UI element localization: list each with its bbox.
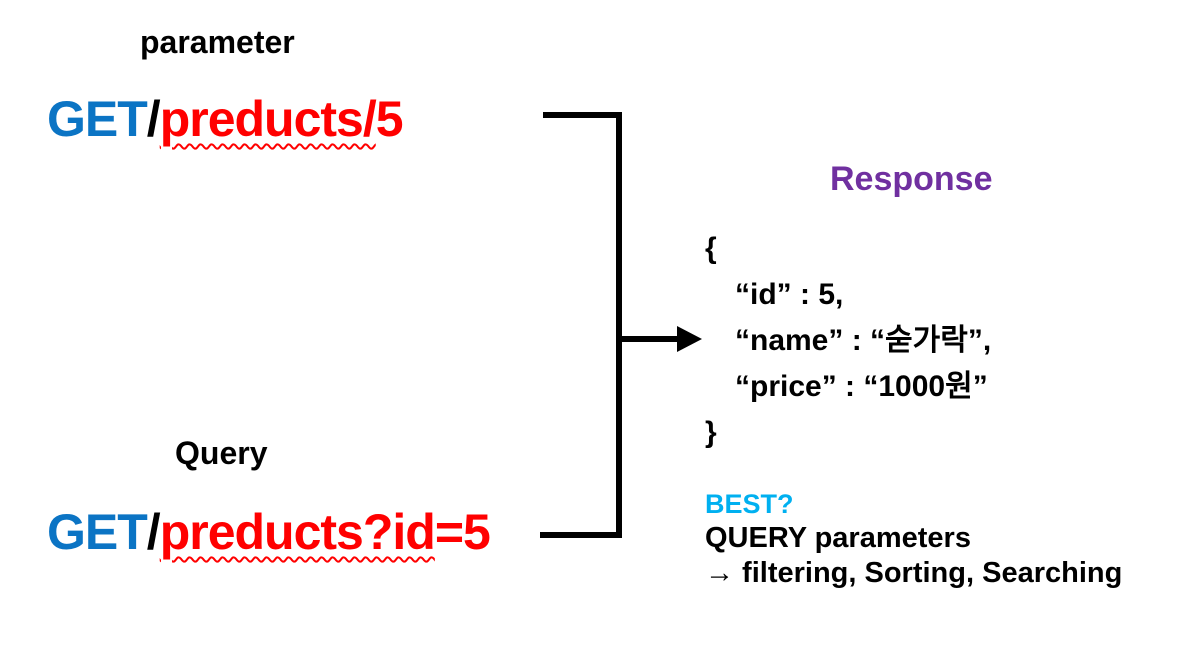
path-suffix: =5 xyxy=(434,504,491,560)
response-title: Response xyxy=(830,160,993,198)
http-method-get: GET xyxy=(47,504,148,560)
note-line-query: QUERY parameters xyxy=(705,522,971,554)
misspelled-path-segment: preducts/ xyxy=(159,91,377,147)
parameter-label: parameter xyxy=(140,24,295,60)
http-method-get: GET xyxy=(47,91,148,147)
arrow-right-icon xyxy=(677,326,702,352)
request-path: preducts/5 xyxy=(159,91,404,147)
json-name-line: “name” : “숟가락”, xyxy=(735,324,992,357)
request-query-parameter: GET/preducts?id=5 xyxy=(47,503,491,561)
path-slash: / xyxy=(146,91,161,147)
json-open-brace: { xyxy=(705,232,717,265)
bracket-bottom-line xyxy=(540,532,622,538)
json-close-brace: } xyxy=(705,416,717,449)
best-label: BEST? xyxy=(705,489,794,519)
misspelled-path-segment: preducts?id xyxy=(159,504,436,560)
bracket-top-line xyxy=(543,112,622,118)
arrow-shaft xyxy=(619,336,679,342)
response-json-block: { “id” : 5, “name” : “숟가락”, “price” : “1… xyxy=(705,226,991,456)
note-block: BEST? QUERY parameters → filtering, Sort… xyxy=(705,488,1122,591)
bracket-vertical-line xyxy=(616,112,622,538)
json-price-line: “price” : “1000원” xyxy=(735,370,988,403)
query-label: Query xyxy=(175,435,268,471)
note-line-usage: → filtering, Sorting, Searching xyxy=(705,557,1123,589)
request-path-parameter: GET/preducts/5 xyxy=(47,90,404,148)
json-id-line: “id” : 5, xyxy=(735,278,844,311)
path-slash: / xyxy=(146,504,161,560)
request-path: preducts?id=5 xyxy=(159,504,491,560)
path-suffix: 5 xyxy=(375,91,404,147)
